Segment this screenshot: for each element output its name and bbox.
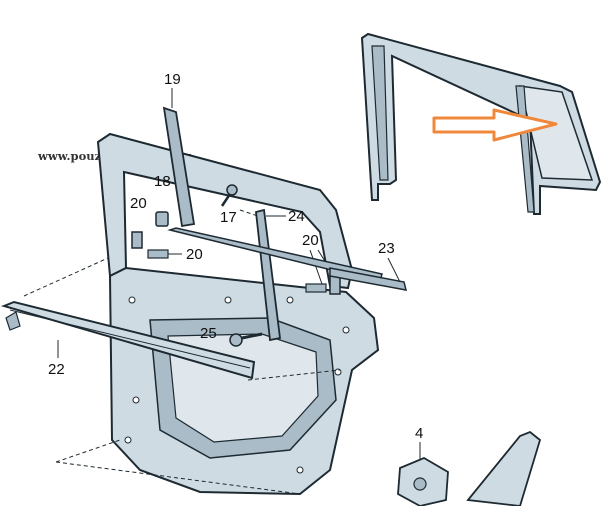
callout-4: 4 bbox=[415, 425, 423, 442]
highlight-arrow bbox=[432, 108, 558, 142]
part-20-seal-right bbox=[329, 275, 341, 295]
window-glass-pane bbox=[519, 85, 594, 181]
part-17-screw bbox=[220, 184, 238, 207]
part-20-seal-left bbox=[131, 231, 143, 249]
leader-23 bbox=[387, 257, 401, 283]
callout-20-middle: 20 bbox=[186, 246, 203, 263]
part-18-clip bbox=[155, 211, 169, 227]
inner-window-seal-strip bbox=[167, 227, 383, 283]
door-mounting-holes bbox=[124, 296, 350, 474]
rear-door-frame bbox=[96, 132, 380, 496]
callout-18: 18 bbox=[154, 173, 171, 190]
dashed-guide-lines bbox=[23, 209, 341, 495]
window-inner-channel bbox=[371, 45, 389, 181]
part-20-pad-right bbox=[305, 283, 327, 293]
callout-20-right: 20 bbox=[302, 232, 319, 249]
part-22-sill-seal bbox=[0, 300, 256, 380]
leader-20c-a bbox=[309, 249, 323, 285]
callout-17: 17 bbox=[220, 209, 237, 226]
callout-25: 25 bbox=[200, 325, 217, 342]
callout-19: 19 bbox=[164, 71, 181, 88]
callout-23: 23 bbox=[378, 240, 395, 257]
window-glass-assembly bbox=[360, 32, 602, 215]
part-4-window-motor bbox=[397, 430, 542, 506]
part-24-guide-rail bbox=[255, 208, 281, 342]
part-25-bolt bbox=[229, 332, 263, 347]
part-20-pad-mid bbox=[147, 249, 169, 259]
callout-22: 22 bbox=[48, 361, 65, 378]
callout-24: 24 bbox=[288, 208, 305, 225]
part-23-outer-seal bbox=[329, 267, 408, 291]
part-19-pillar-trim bbox=[162, 106, 196, 228]
callout-20-upper-left: 20 bbox=[130, 195, 147, 212]
